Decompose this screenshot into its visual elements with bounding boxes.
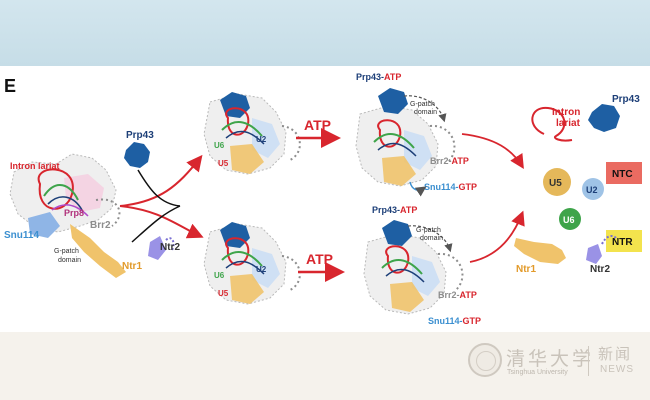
ntr2-product-tail bbox=[601, 235, 617, 245]
u5-circle bbox=[543, 168, 571, 196]
watermark-brand-en: Tsinghua University bbox=[507, 369, 568, 376]
label-intron-product-1: Intron bbox=[552, 107, 580, 118]
footer-band bbox=[0, 332, 650, 400]
label-prp43-top-right: Prp43-ATP bbox=[356, 72, 401, 82]
prp43-product-icon bbox=[588, 104, 620, 132]
label-prp43-product: Prp43 bbox=[612, 94, 640, 105]
label-gpatch-left-1: G-patch bbox=[54, 248, 79, 255]
ntr-box bbox=[606, 230, 642, 252]
label-ntr2-product: Ntr2 bbox=[590, 264, 610, 275]
middle-bottom-complex bbox=[203, 222, 301, 305]
label-gpatch-bottom-right-1: G-patch bbox=[416, 227, 441, 234]
label-u2-top-mid: U2 bbox=[256, 135, 267, 144]
label-brr2-top-right: Brr2-ATP bbox=[430, 156, 469, 166]
label-prp8: Prp8 bbox=[64, 208, 84, 218]
watermark-news-cn: 新闻 bbox=[598, 346, 633, 363]
arrow-to-bottom-middle bbox=[119, 205, 204, 239]
panel-letter: E bbox=[4, 76, 16, 96]
spliceosome-disassembly-diagram: E Intron lariat Prp8 Snu114 Brr2 G-patch… bbox=[4, 72, 642, 326]
label-gpatch-top-right-2: domain bbox=[414, 109, 437, 116]
watermark-divider bbox=[588, 346, 589, 376]
intron-lariat-product-icon bbox=[531, 106, 573, 142]
u6-circle bbox=[559, 208, 581, 230]
label-intron-product-2: lariat bbox=[556, 118, 581, 129]
middle-top-complex bbox=[203, 92, 301, 175]
ntr2-product-icon bbox=[586, 244, 602, 264]
label-gpatch-bottom-right-2: domain bbox=[420, 235, 443, 242]
prp43-join-curve bbox=[137, 169, 181, 207]
left-complex bbox=[9, 153, 175, 278]
label-ntr1-left: Ntr1 bbox=[122, 261, 142, 272]
ntc-box bbox=[606, 162, 642, 184]
ntr-join-curve bbox=[131, 205, 181, 243]
label-u5-bottom-mid: U5 bbox=[218, 289, 229, 298]
snu114-top-hook bbox=[409, 181, 427, 197]
figure-panel: E Intron lariat Prp8 Snu114 Brr2 G-patch… bbox=[0, 66, 650, 332]
label-intron-lariat-left: Intron lariat bbox=[10, 161, 60, 171]
label-ntc: NTC bbox=[612, 169, 633, 180]
label-prp43-free: Prp43 bbox=[126, 130, 154, 141]
label-atp-bottom: ATP bbox=[306, 251, 333, 267]
label-u6-top-mid: U6 bbox=[214, 141, 225, 150]
products-group bbox=[514, 104, 642, 264]
watermark-brand-cn: 清华大学 bbox=[506, 348, 595, 370]
label-ntr2-left: Ntr2 bbox=[160, 242, 180, 253]
label-gpatch-top-right-1: G-patch bbox=[410, 101, 435, 108]
label-gpatch-left-2: domain bbox=[58, 257, 81, 264]
label-prp43-bottom-right: Prp43-ATP bbox=[372, 205, 417, 215]
label-snu114-top-right: Snu114-GTP bbox=[424, 182, 477, 192]
arrow-top-to-products bbox=[461, 133, 524, 170]
watermark-news-en: NEWS bbox=[600, 364, 634, 375]
label-ntr1-product: Ntr1 bbox=[516, 264, 536, 275]
label-brr2-left: Brr2 bbox=[90, 220, 111, 231]
label-u5-top-mid: U5 bbox=[218, 159, 229, 168]
label-u5-product: U5 bbox=[549, 178, 562, 189]
ntr1-product-icon bbox=[514, 238, 566, 264]
arrow-to-top-middle bbox=[119, 154, 203, 207]
label-snu114-bottom-right: Snu114-GTP bbox=[428, 316, 481, 326]
label-atp-top: ATP bbox=[304, 117, 331, 133]
label-snu114-left: Snu114 bbox=[4, 230, 39, 241]
label-u2-bottom-mid: U2 bbox=[256, 265, 267, 274]
label-ntr: NTR bbox=[612, 237, 633, 248]
tsinghua-seal-icon bbox=[468, 343, 502, 377]
label-u6-product: U6 bbox=[563, 215, 575, 225]
right-top-complex bbox=[355, 88, 456, 187]
label-brr2-bottom-right: Brr2-ATP bbox=[438, 290, 477, 300]
right-bottom-complex bbox=[363, 220, 464, 315]
prp43-free-icon bbox=[124, 142, 150, 168]
arrow-bottom-to-products bbox=[469, 210, 525, 263]
header-band bbox=[0, 0, 650, 66]
label-u2-product: U2 bbox=[586, 185, 598, 195]
label-u6-bottom-mid: U6 bbox=[214, 271, 225, 280]
u2-circle bbox=[582, 178, 604, 200]
